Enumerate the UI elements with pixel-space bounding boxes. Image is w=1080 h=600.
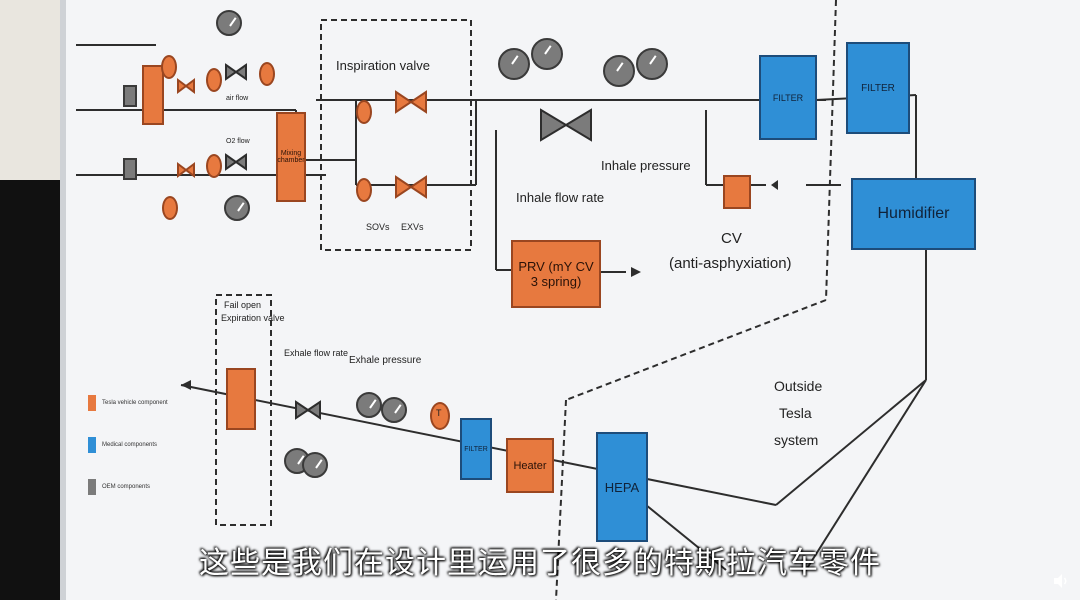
filter-1-label: FILTER xyxy=(772,92,804,103)
prv-valve: PRV (mY CV 3 spring) xyxy=(511,240,601,308)
inhale-pressure-gauge-2 xyxy=(636,48,668,80)
inhale-flow-rate-label: Inhale flow rate xyxy=(516,190,605,205)
filter-2-label: FILTER xyxy=(861,82,895,94)
legend: Tesla vehicle component Medical componen… xyxy=(88,395,178,495)
heater: Heater xyxy=(506,438,554,493)
legend-item: Tesla vehicle component xyxy=(88,395,178,411)
outside-system-label-1: Outside xyxy=(774,378,823,394)
cv-sublabel: (anti-asphyxiation) xyxy=(669,255,792,272)
legend-item: Medical components xyxy=(88,437,178,453)
sensor-air-3 xyxy=(259,62,275,86)
exhale-flow-gauge-2 xyxy=(302,452,328,478)
filter-1: FILTER xyxy=(759,55,817,140)
filter-small: FILTER xyxy=(460,418,492,480)
legend-swatch-tesla xyxy=(88,395,96,411)
check-valve xyxy=(723,175,751,209)
legend-swatch-medical xyxy=(88,437,96,453)
filter-small-label: FILTER xyxy=(464,445,488,453)
outside-system-label-3: system xyxy=(774,432,819,448)
outside-system-label-2: Tesla xyxy=(779,405,812,421)
exhale-pressure-gauge-2 xyxy=(381,397,407,423)
cv-label: CV xyxy=(721,230,742,247)
o2-flow-label: O2 flow xyxy=(226,138,250,145)
exvs-label: EXVs xyxy=(401,222,424,232)
air-flow-label: air flow xyxy=(226,95,249,102)
humidifier-label: Humidifier xyxy=(877,205,950,222)
exhale-pressure-label: Exhale pressure xyxy=(349,355,422,366)
hepa-label: HEPA xyxy=(604,479,640,495)
legend-swatch-oem xyxy=(88,479,96,495)
oem-component-top xyxy=(123,85,137,107)
sensor-o2-2 xyxy=(162,196,178,220)
whiteboard-diagram: Inspiration valve SOVs EXVs Mixing chamb… xyxy=(60,0,1080,600)
expiration-valve-note: Fail open xyxy=(224,300,262,310)
speaker-icon[interactable] xyxy=(1052,572,1070,590)
inhale-pressure-label: Inhale pressure xyxy=(601,158,691,173)
o2-gauge xyxy=(224,195,250,221)
video-subtitle: 这些是我们在设计里运用了很多的特斯拉汽车零件 xyxy=(199,546,881,581)
legend-label: OEM components xyxy=(102,484,151,490)
expiration-valve-title: Expiration valve xyxy=(221,313,285,323)
air-gauge xyxy=(216,10,242,36)
sovs-label: SOVs xyxy=(366,222,390,232)
exhale-flow-rate-label: Exhale flow rate xyxy=(284,348,349,358)
sensor-air-2 xyxy=(206,68,222,92)
legend-label: Tesla vehicle component xyxy=(102,400,168,406)
prv-label-line2: 3 spring) xyxy=(530,274,582,289)
exhale-pressure-gauge-1 xyxy=(356,392,382,418)
hepa-filter: HEPA xyxy=(596,432,648,542)
inhale-flow-gauge-1 xyxy=(498,48,530,80)
inhale-pressure-gauge-1 xyxy=(603,55,635,87)
sov-sensor-top xyxy=(356,100,372,124)
expiration-valve xyxy=(226,368,256,430)
inhale-flow-gauge-2 xyxy=(531,38,563,70)
oem-component-bottom xyxy=(123,158,137,180)
humidifier: Humidifier xyxy=(851,178,976,250)
mixing-chamber-label: Mixing chamber xyxy=(277,150,305,164)
tesla-component-small-1 xyxy=(142,65,164,125)
temperature-sensor xyxy=(430,402,450,430)
sensor-o2-1 xyxy=(206,154,222,178)
office-monitor xyxy=(0,180,60,600)
mixing-chamber: Mixing chamber xyxy=(276,112,306,202)
legend-item: OEM components xyxy=(88,479,178,495)
sov-sensor-bottom xyxy=(356,178,372,202)
sensor-air-1 xyxy=(161,55,177,79)
inspiration-valve-title: Inspiration valve xyxy=(336,58,430,73)
t-sensor-label: T xyxy=(436,408,442,418)
heater-label: Heater xyxy=(513,459,547,472)
filter-2: FILTER xyxy=(846,42,910,134)
prv-label-line1: PRV (mY CV xyxy=(518,259,594,274)
legend-label: Medical components xyxy=(102,442,158,448)
